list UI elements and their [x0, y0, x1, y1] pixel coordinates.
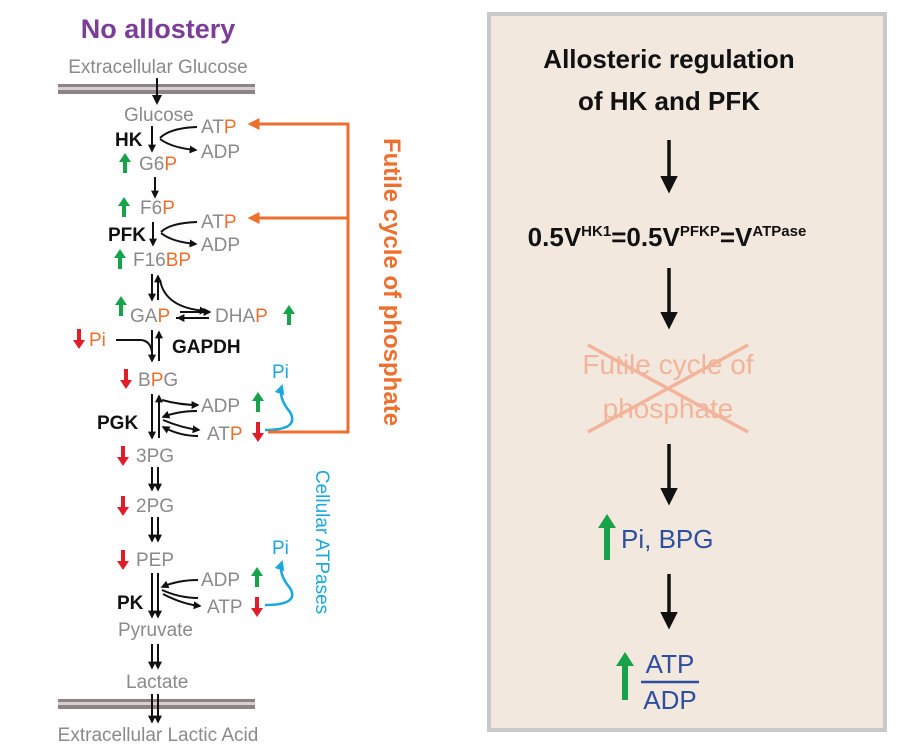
extracellular-glucose-label: Extracellular Glucose — [68, 57, 248, 78]
pi-bpg-label: Pi, BPG — [621, 524, 713, 554]
dhap-label: DHAP — [215, 306, 268, 327]
bottom-membrane — [58, 699, 255, 709]
left-title: No allostery — [81, 14, 236, 44]
pgk-atp-down-arrow-icon — [252, 422, 264, 442]
g6p-label: G6P — [139, 154, 177, 175]
right-futile-line2: phosphate — [603, 393, 734, 424]
gap-label: GAP — [130, 306, 170, 327]
pk-atp-label: ATP — [207, 597, 243, 618]
pgk-atp-label: ATP — [207, 424, 243, 445]
futile-cycle-label: Futile cycle of phosphate — [378, 138, 405, 426]
hk-enzyme-label: HK — [115, 130, 143, 151]
futile-cycle-loop — [247, 118, 350, 434]
right-futile-line1: Futile cycle of — [582, 349, 753, 380]
pg3-down-arrow-icon — [117, 446, 129, 466]
dhap-up-arrow-icon — [283, 305, 295, 325]
g6p-up-arrow-icon — [119, 153, 131, 173]
pep-label: PEP — [136, 550, 174, 571]
hk-adp-label: ADP — [201, 142, 240, 163]
pg3-label: 3PG — [136, 446, 174, 467]
cellular-atpases-label: Cellular ATPases — [311, 470, 332, 614]
gap-up-arrow-icon — [115, 296, 127, 316]
pk-pi-label: Pi — [272, 538, 289, 559]
right-title-line2: of HK and PFK — [578, 86, 760, 116]
pfk-enzyme-label: PFK — [108, 225, 146, 246]
bpg-label: BPG — [138, 370, 178, 391]
f16bp-up-arrow-icon — [114, 249, 126, 269]
pgk-adp-up-arrow-icon — [252, 392, 264, 412]
pep-down-arrow-icon — [117, 550, 129, 570]
pk-adp-label: ADP — [201, 570, 240, 591]
pk-adp-up-arrow-icon — [251, 567, 263, 587]
ratio-denominator: ADP — [643, 685, 696, 715]
pi-label: Pi — [89, 330, 106, 351]
atp-adp-up-arrow-icon — [616, 652, 634, 700]
pfk-atp-label: ATP — [201, 212, 237, 233]
lactate-label: Lactate — [126, 672, 188, 693]
pgk-pi-label: Pi — [272, 362, 289, 383]
pi-bpg-up-arrow-icon — [598, 514, 616, 560]
pgk-enzyme-label: PGK — [97, 413, 138, 434]
extracellular-lactic-label: Extracellular Lactic Acid — [58, 725, 259, 746]
pg2-down-arrow-icon — [117, 496, 129, 516]
f6p-label: F6P — [140, 198, 175, 219]
left-panel: No allostery Extracellular Glucose Gluco… — [58, 14, 405, 746]
pyruvate-label: Pyruvate — [118, 620, 193, 641]
right-panel-box — [487, 12, 887, 732]
crossed-futile-cycle: Futile cycle of phosphate — [582, 343, 754, 434]
pg2-label: 2PG — [136, 496, 174, 517]
f16bp-label: F16BP — [133, 250, 191, 271]
glucose-label: Glucose — [124, 105, 194, 126]
pfk-adp-label: ADP — [201, 235, 240, 256]
pk-enzyme-label: PK — [117, 593, 144, 614]
pi-down-arrow-icon — [73, 329, 85, 349]
gapdh-enzyme-label: GAPDH — [172, 337, 241, 358]
ratio-numerator: ATP — [646, 649, 695, 679]
bpg-down-arrow-icon — [120, 369, 132, 389]
f6p-up-arrow-icon — [118, 197, 130, 217]
right-panel: Allosteric regulation of HK and PFK 0.5V… — [487, 12, 887, 732]
rate-equation: 0.5VHK1=0.5VPFKP=VATPase — [528, 222, 807, 252]
right-title-line1: Allosteric regulation — [543, 44, 794, 74]
hk-atp-label: ATP — [201, 117, 237, 138]
pgk-adp-label: ADP — [201, 396, 240, 417]
pk-atp-down-arrow-icon — [251, 597, 263, 617]
